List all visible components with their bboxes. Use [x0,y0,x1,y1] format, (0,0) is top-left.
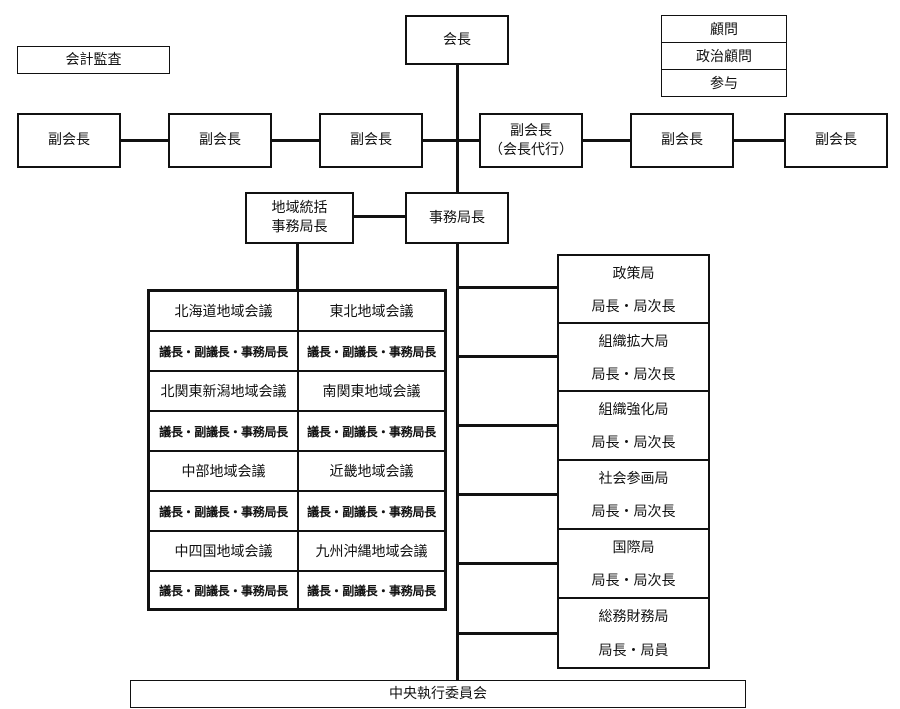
regional-secretariat-drop [296,244,299,290]
advisor-label: 顧問 [710,22,738,38]
bureau-roles: 局長・局次長 [591,504,676,521]
council-roles-label: 議長・副議長・事務局長 [159,504,288,519]
vice-president-box-3: 副会長 [319,113,423,168]
bureau-name: 政策局 [612,265,655,282]
vice-president-label: 副会長 [350,132,392,149]
council-name-label: 中部地域会議 [181,464,266,480]
council-name-label: 九州沖縄地域会議 [315,544,428,560]
council-name-label: 東北地域会議 [329,304,414,320]
council-roles: 議長・副議長・事務局長 [298,411,445,451]
bureau-roles: 局長・局次長 [591,435,676,452]
council-name-label: 北関東新潟地域会議 [160,384,287,400]
bureau-link-6 [456,632,558,635]
bureau-box-policy: 政策局 局長・局次長 [557,254,710,324]
council-roles-label: 議長・副議長・事務局長 [159,344,288,359]
regional-secretariat-box: 地域統括 事務局長 [245,192,354,244]
advisors-group: 顧問 政治顧問 参与 [661,15,787,97]
council-roles-label: 議長・副議長・事務局長 [307,424,436,439]
council-roles: 議長・副議長・事務局長 [149,411,298,451]
council-roles: 議長・副議長・事務局長 [298,491,445,531]
vice-president-label: 副会長 [510,122,552,139]
council-name: 南関東地域会議 [298,371,445,411]
audit-box: 会計監査 [17,46,170,74]
president-label: 会長 [443,31,471,48]
central-executive-committee-label: 中央執行委員会 [389,685,487,702]
main-vertical-line [456,64,459,682]
bureau-link-1 [456,286,558,289]
council-name: 近畿地域会議 [298,451,445,491]
vice-president-label: 副会長 [48,132,90,149]
advisor-item: 顧問 [662,16,786,43]
vice-president-sublabel: （会長代行） [489,141,573,158]
council-name: 北海道地域会議 [149,291,298,331]
bureau-box-international: 国際局 局長・局次長 [557,528,710,599]
vice-president-label: 副会長 [199,132,241,149]
council-roles: 議長・副議長・事務局長 [149,331,298,371]
audit-label: 会計監査 [65,51,122,68]
bureau-name: 社会参画局 [598,470,669,487]
bureau-link-2 [456,355,558,358]
central-executive-committee-box: 中央執行委員会 [130,680,746,708]
advisor-item: 政治顧問 [662,43,786,70]
bureau-box-social-participation: 社会参画局 局長・局次長 [557,459,710,530]
advisor-label: 政治顧問 [696,49,752,65]
vice-president-label: 副会長 [815,132,857,149]
vice-president-box-4: 副会長 （会長代行） [479,113,583,168]
bureau-roles: 局長・局次長 [591,298,676,315]
council-name: 北関東新潟地域会議 [149,371,298,411]
bureau-box-general-finance: 総務財務局 局長・局員 [557,597,710,669]
bureau-roles: 局長・局次長 [591,573,676,590]
bureau-link-4 [456,493,558,496]
council-roles-label: 議長・副議長・事務局長 [307,344,436,359]
regional-secretariat-line2: 事務局長 [271,219,328,235]
vice-president-line [120,139,786,142]
regional-secretariat-link [354,215,406,218]
council-name: 九州沖縄地域会議 [298,531,445,571]
president-box: 会長 [405,15,509,65]
council-roles: 議長・副議長・事務局長 [298,331,445,371]
council-name-label: 中四国地域会議 [174,544,273,560]
council-roles: 議長・副議長・事務局長 [149,491,298,531]
secretary-general-box: 事務局長 [405,192,509,244]
vice-president-label: 副会長 [661,132,703,149]
regional-secretariat-line1: 地域統括 [271,200,328,217]
council-roles: 議長・副議長・事務局長 [149,571,298,609]
council-roles-label: 議長・副議長・事務局長 [159,583,288,598]
secretary-general-label: 事務局長 [429,209,485,226]
bureau-box-organization-expansion: 組織拡大局 局長・局次長 [557,322,710,392]
council-roles-label: 議長・副議長・事務局長 [307,504,436,519]
council-name: 中部地域会議 [149,451,298,491]
vice-president-box-5: 副会長 [630,113,734,168]
council-name-label: 北海道地域会議 [174,304,273,320]
bureau-name: 組織強化局 [598,401,669,418]
bureau-roles: 局長・局次長 [591,366,676,383]
bureau-link-3 [456,424,558,427]
advisor-item: 参与 [662,70,786,96]
bureau-roles: 局長・局員 [598,643,669,659]
council-name-label: 近畿地域会議 [329,464,414,480]
bureau-link-5 [456,562,558,565]
advisor-label: 参与 [710,76,738,92]
council-roles-label: 議長・副議長・事務局長 [307,583,436,598]
bureau-name: 国際局 [612,539,655,556]
vice-president-box-1: 副会長 [17,113,121,168]
council-name: 中四国地域会議 [149,531,298,571]
council-name-label: 南関東地域会議 [322,384,421,400]
bureau-name: 総務財務局 [598,609,669,625]
council-name: 東北地域会議 [298,291,445,331]
council-roles-label: 議長・副議長・事務局長 [159,424,288,439]
vice-president-box-6: 副会長 [784,113,888,168]
bureau-name: 組織拡大局 [598,333,669,350]
council-roles: 議長・副議長・事務局長 [298,571,445,609]
bureau-box-organization-strengthening: 組織強化局 局長・局次長 [557,390,710,461]
vice-president-box-2: 副会長 [168,113,272,168]
regional-councils-grid: 北海道地域会議 東北地域会議 議長・副議長・事務局長 議長・副議長・事務局長 北… [147,289,447,611]
